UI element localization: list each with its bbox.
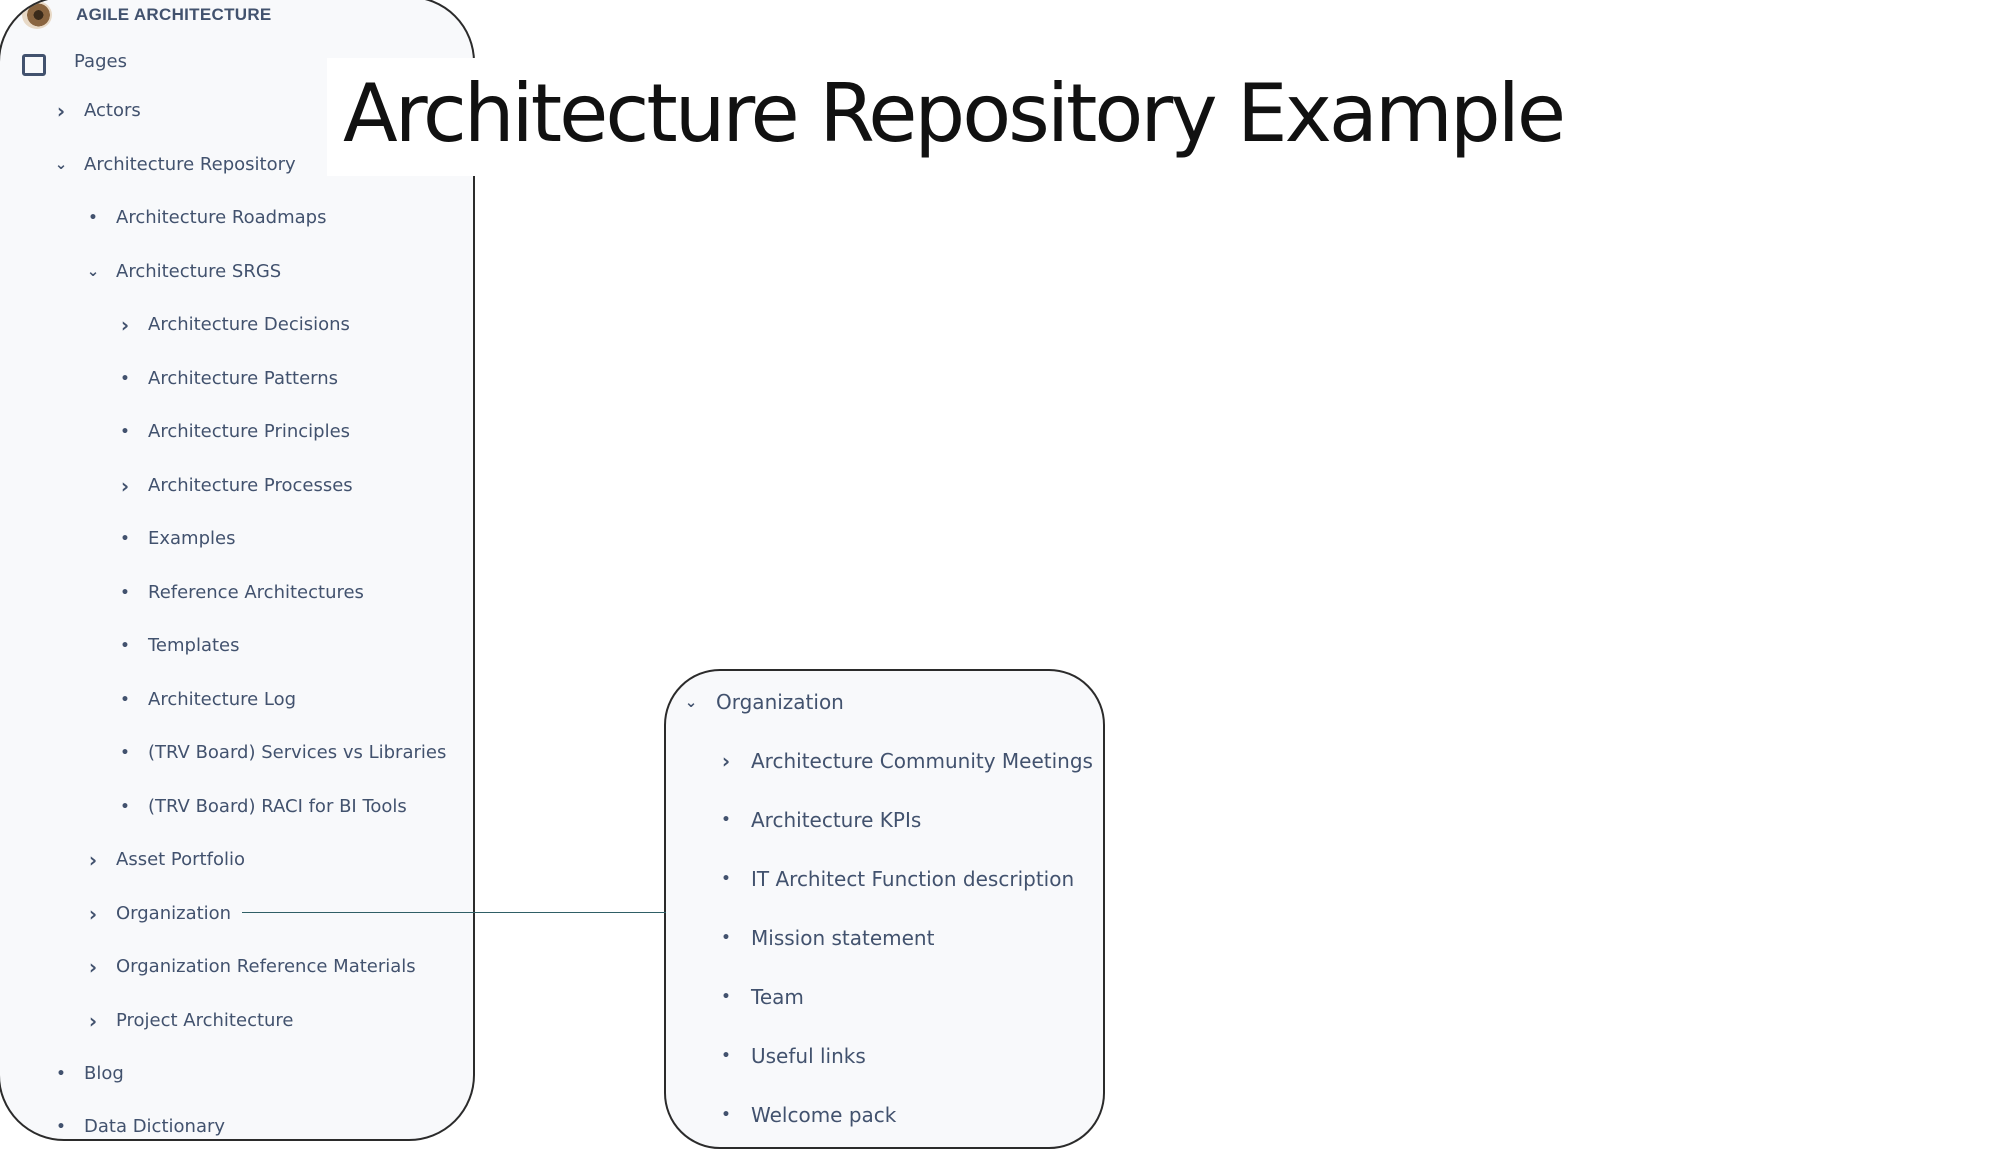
- tree-item-architecture-repository[interactable]: ⌄ Architecture Repository: [54, 154, 296, 175]
- chevron-right-icon[interactable]: ›: [88, 901, 98, 926]
- chevron-right-icon[interactable]: ›: [721, 749, 731, 773]
- tree-item-architecture-srgs[interactable]: ⌄ Architecture SRGS: [86, 261, 282, 282]
- bullet-icon: •: [120, 798, 130, 815]
- bullet-icon: •: [120, 423, 130, 440]
- tree-item-label: Data Dictionary: [84, 1116, 226, 1137]
- tree-item-label: Architecture Community Meetings: [751, 749, 1093, 773]
- bullet-icon: •: [721, 871, 731, 887]
- subtree-item-architecture-community-meetings[interactable]: › Architecture Community Meetings: [719, 749, 1093, 773]
- bullet-icon: •: [88, 209, 98, 226]
- chevron-right-icon[interactable]: ›: [88, 847, 98, 872]
- bullet-icon: •: [120, 370, 130, 387]
- tree-item-label: Mission statement: [751, 926, 935, 950]
- space-title: AGILE ARCHITECTURE: [76, 5, 272, 24]
- tree-item-organization[interactable]: › Organization: [86, 903, 231, 924]
- tree-item-label: Useful links: [751, 1044, 866, 1068]
- tree-item-trv-services-vs-libraries[interactable]: • (TRV Board) Services vs Libraries: [118, 742, 447, 763]
- organization-subtree-panel: ⌄ Organization › Architecture Community …: [664, 669, 1105, 1149]
- tree-item-label: Organization Reference Materials: [116, 956, 416, 977]
- tree-item-label: Templates: [148, 635, 240, 656]
- bullet-icon: •: [721, 930, 731, 946]
- tree-item-architecture-log[interactable]: • Architecture Log: [118, 689, 297, 710]
- chevron-right-icon[interactable]: ›: [120, 312, 130, 337]
- subtree-item-organization[interactable]: ⌄ Organization: [684, 690, 844, 714]
- tree-item-label: Architecture SRGS: [116, 261, 282, 282]
- bullet-icon: •: [120, 637, 130, 654]
- tree-item-trv-raci-bi-tools[interactable]: • (TRV Board) RACI for BI Tools: [118, 796, 407, 817]
- connector-line: [242, 912, 666, 913]
- bullet-icon: •: [721, 989, 731, 1005]
- tree-item-data-dictionary[interactable]: • Data Dictionary: [54, 1116, 226, 1137]
- subtree-item-welcome-pack[interactable]: • Welcome pack: [719, 1103, 897, 1127]
- tree-item-label: Blog: [84, 1063, 124, 1084]
- tree-item-label: Architecture Principles: [148, 421, 351, 442]
- page-title: Architecture Repository Example: [343, 67, 1566, 160]
- tree-item-reference-architectures[interactable]: • Reference Architectures: [118, 582, 364, 603]
- tree-item-asset-portfolio[interactable]: › Asset Portfolio: [86, 849, 245, 870]
- tree-item-organization-reference-materials[interactable]: › Organization Reference Materials: [86, 956, 416, 977]
- chevron-right-icon[interactable]: ›: [120, 473, 130, 498]
- subtree-item-useful-links[interactable]: • Useful links: [719, 1044, 866, 1068]
- tree-item-label: Team: [751, 985, 804, 1009]
- tree-item-label: Architecture Patterns: [148, 368, 339, 389]
- tree-item-label: Organization: [716, 690, 844, 714]
- bullet-icon: •: [721, 812, 731, 828]
- subtree-item-it-architect-function[interactable]: • IT Architect Function description: [719, 867, 1075, 891]
- tree-item-label: Architecture Repository: [84, 154, 296, 175]
- page-tree-panel: AGILE ARCHITECTURE Pages › Actors ⌄ Arch…: [0, 0, 475, 1141]
- tree-item-architecture-principles[interactable]: • Architecture Principles: [118, 421, 351, 442]
- chevron-right-icon[interactable]: ›: [56, 98, 66, 123]
- subtree-item-architecture-kpis[interactable]: • Architecture KPIs: [719, 808, 922, 832]
- tree-item-label: Welcome pack: [751, 1103, 897, 1127]
- space-header[interactable]: AGILE ARCHITECTURE: [22, 1, 272, 29]
- tree-item-blog[interactable]: • Blog: [54, 1063, 124, 1084]
- tree-item-architecture-patterns[interactable]: • Architecture Patterns: [118, 368, 339, 389]
- tree-item-label: Examples: [148, 528, 236, 549]
- tree-item-actors[interactable]: › Actors: [54, 100, 141, 121]
- tree-item-architecture-decisions[interactable]: › Architecture Decisions: [118, 314, 350, 335]
- tree-item-label: Architecture Log: [148, 689, 297, 710]
- bullet-icon: •: [721, 1107, 731, 1123]
- tree-item-label: IT Architect Function description: [751, 867, 1075, 891]
- tree-item-label: Architecture KPIs: [751, 808, 922, 832]
- bullet-icon: •: [120, 744, 130, 761]
- tree-item-label: Architecture Processes: [148, 475, 353, 496]
- subtree-item-team[interactable]: • Team: [719, 985, 804, 1009]
- tree-item-label: (TRV Board) Services vs Libraries: [148, 742, 447, 763]
- tree-item-label: Project Architecture: [116, 1010, 294, 1031]
- tree-item-architecture-processes[interactable]: › Architecture Processes: [118, 475, 353, 496]
- tree-item-templates[interactable]: • Templates: [118, 635, 240, 656]
- chevron-down-icon[interactable]: ⌄: [54, 155, 68, 173]
- chevron-down-icon[interactable]: ⌄: [86, 262, 100, 280]
- chevron-down-icon[interactable]: ⌄: [684, 692, 698, 711]
- bullet-icon: •: [56, 1118, 66, 1135]
- bullet-icon: •: [120, 584, 130, 601]
- tree-item-label: Reference Architectures: [148, 582, 364, 603]
- tree-item-architecture-roadmaps[interactable]: • Architecture Roadmaps: [86, 207, 327, 228]
- tree-item-label: (TRV Board) RACI for BI Tools: [148, 796, 407, 817]
- subtree-item-mission-statement[interactable]: • Mission statement: [719, 926, 935, 950]
- tree-item-label: Architecture Roadmaps: [116, 207, 327, 228]
- tree-item-label: Organization: [116, 903, 232, 924]
- tree-item-examples[interactable]: • Examples: [118, 528, 236, 549]
- pages-label: Pages: [74, 50, 127, 72]
- bullet-icon: •: [120, 530, 130, 547]
- tree-item-label: Asset Portfolio: [116, 849, 245, 870]
- tree-item-label: Actors: [84, 100, 141, 121]
- bullet-icon: •: [56, 1065, 66, 1082]
- chevron-right-icon[interactable]: ›: [88, 1008, 98, 1033]
- space-logo-icon: [22, 1, 52, 29]
- tree-item-project-architecture[interactable]: › Project Architecture: [86, 1010, 294, 1031]
- bullet-icon: •: [721, 1048, 731, 1064]
- chevron-right-icon[interactable]: ›: [88, 954, 98, 979]
- tree-item-label: Architecture Decisions: [148, 314, 350, 335]
- bullet-icon: •: [120, 691, 130, 708]
- pages-section-header[interactable]: Pages: [22, 46, 127, 76]
- title-background: [327, 58, 1387, 176]
- pages-icon: [22, 54, 46, 76]
